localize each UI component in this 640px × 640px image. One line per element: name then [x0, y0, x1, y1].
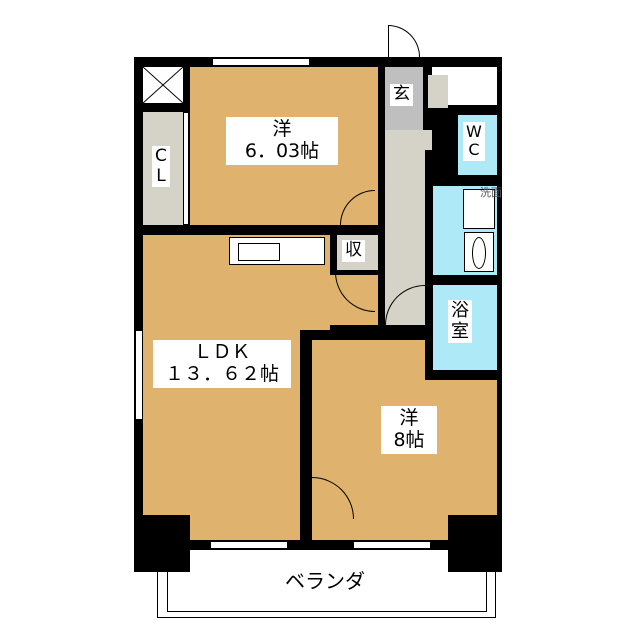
window	[135, 330, 143, 420]
sink	[464, 232, 494, 272]
bathroom-label: 浴室	[448, 300, 472, 344]
storage-label: 収	[342, 240, 365, 262]
window	[210, 541, 288, 549]
closet-door[interactable]	[183, 112, 189, 225]
ldk-bottom	[190, 515, 300, 540]
window	[353, 541, 431, 549]
balcony-rail	[167, 572, 487, 612]
hallway-nook	[420, 130, 432, 150]
washroom-label: 洗面	[480, 186, 502, 199]
balcony	[157, 550, 496, 618]
washing-machine-space	[463, 189, 495, 229]
kitchen-counter	[229, 237, 325, 265]
pillar	[134, 515, 190, 572]
shaft	[142, 66, 184, 104]
western-room-2-bottom	[312, 515, 448, 540]
shoe-cabinet	[428, 75, 448, 108]
balcony-label: ベランダ	[285, 569, 365, 593]
window	[212, 58, 310, 66]
pillar	[448, 515, 502, 572]
front-door[interactable]	[388, 25, 420, 57]
entrance-label: 玄	[390, 84, 413, 106]
